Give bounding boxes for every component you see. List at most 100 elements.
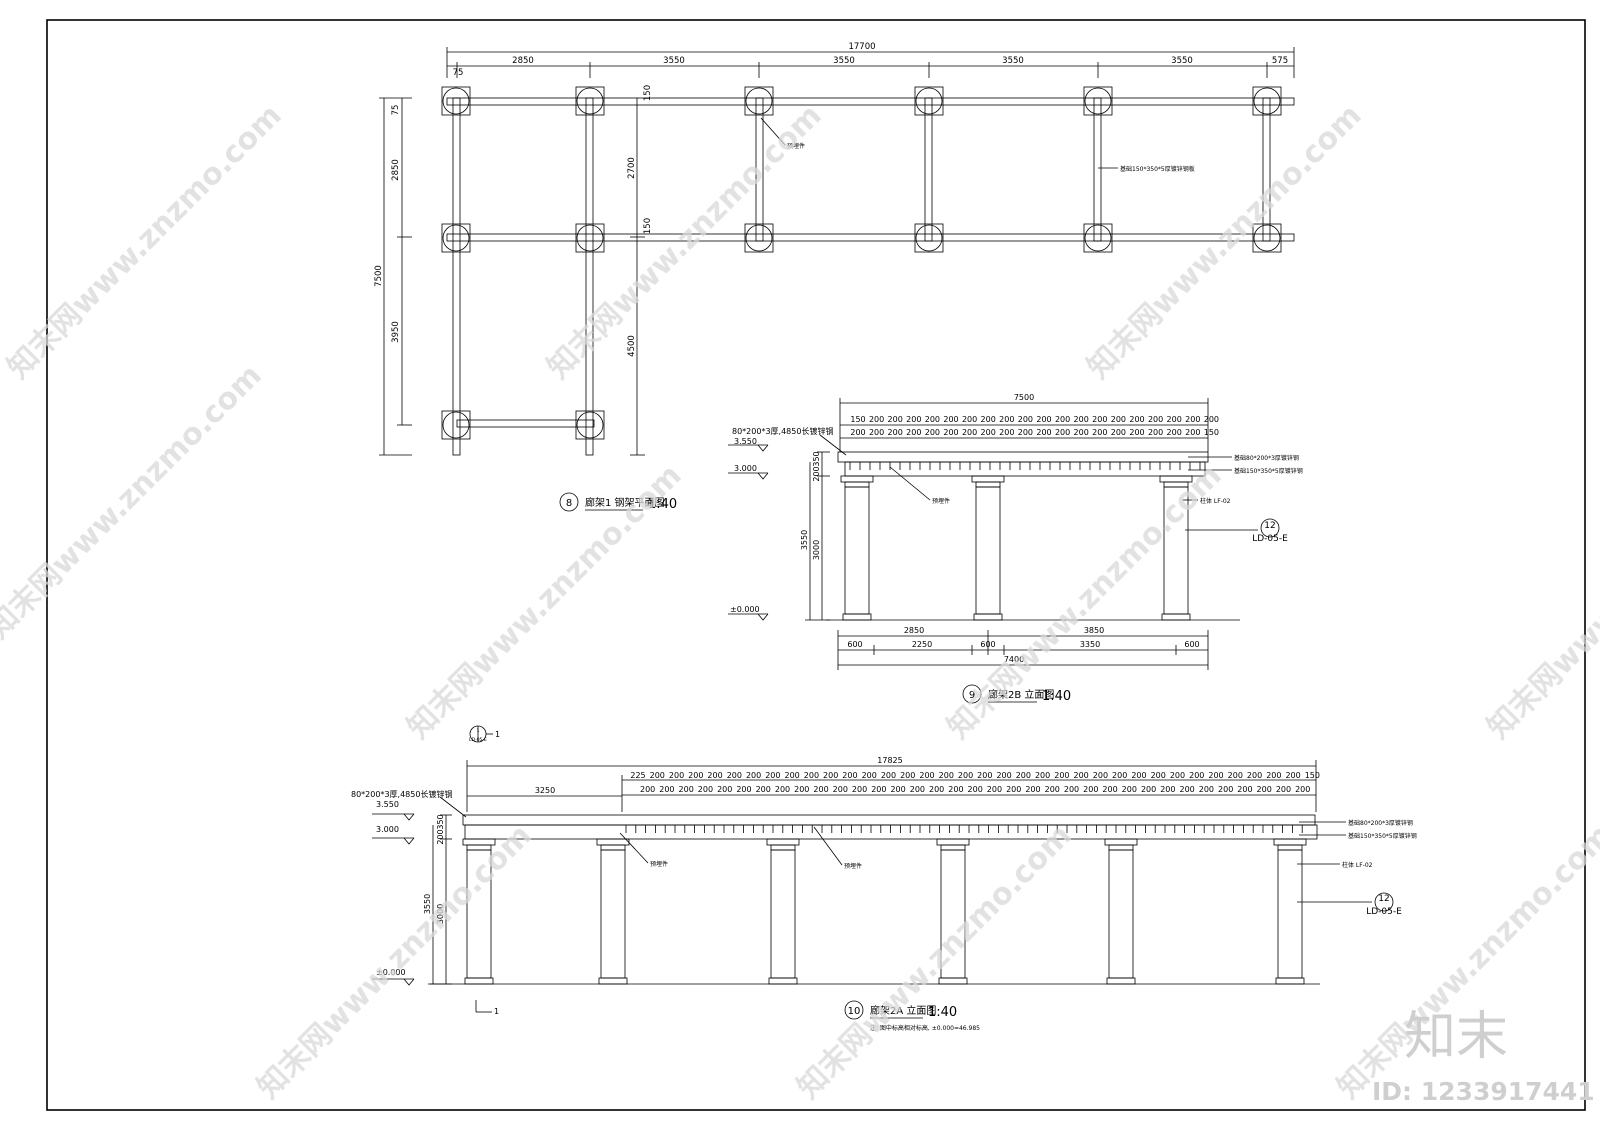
plan-mid-dim-1: 2700 xyxy=(627,157,637,179)
spacing-label: 200 xyxy=(736,785,751,794)
spacing-label: 225 xyxy=(630,771,645,780)
column-2b-2 xyxy=(971,475,1005,621)
plan-title-text: 廊架1 钢架平面图 xyxy=(585,496,665,509)
spacing-label: 200 xyxy=(1006,785,1021,794)
watermarks: 知末网www.znzmo.com 知末网www.znzmo.com 知末网www… xyxy=(0,98,1600,1106)
spacing-label: 200 xyxy=(968,785,983,794)
spacing-label-bottom: 200 xyxy=(943,428,958,437)
spacing-label: 200 xyxy=(948,785,963,794)
spacing-label-top: 200 xyxy=(999,415,1014,424)
plan-left-total: 7500 xyxy=(374,265,384,287)
spacing-label: 200 xyxy=(1160,785,1175,794)
spacing-label-bottom: 200 xyxy=(1055,428,1070,437)
watermark-3: 知末网www.znzmo.com xyxy=(1081,98,1369,386)
elev2b-notes: 基础80*200*3厚镀锌钢 基础150*350*5厚镀锌钢 柱体 LF-02 … xyxy=(932,454,1303,505)
spacing-label-top: 200 xyxy=(1148,415,1163,424)
plan-note-embed: 预埋件 xyxy=(787,142,805,150)
plan-title: 8 廊架1 钢架平面图 1:40 xyxy=(559,492,677,512)
spacing-label-bottom: 200 xyxy=(981,428,996,437)
column-base-row-2 xyxy=(441,223,1282,253)
spacing-label: 200 xyxy=(1189,771,1204,780)
e2b-dim-3550: 3550 xyxy=(800,530,809,550)
e2a-lvl-3550: 3.550 xyxy=(376,800,399,809)
e2a-note-2: 基础150*350*5厚镀锌钢 xyxy=(1348,832,1417,840)
spacing-label: 200 xyxy=(1237,785,1252,794)
e2a-dim-3000: 3000 xyxy=(436,904,445,924)
spacing-label: 200 xyxy=(1199,785,1214,794)
spacing-label: 200 xyxy=(881,771,896,780)
e2a-lvl-3000: 3.000 xyxy=(376,825,399,834)
spacing-label-top: 150 xyxy=(850,415,865,424)
spacing-label: 200 xyxy=(1257,785,1272,794)
e2a-dim-350: 350 xyxy=(436,814,445,829)
e2b-b2-2: 2250 xyxy=(912,640,932,649)
e2b-lvl-3000: 3.000 xyxy=(734,464,757,473)
plan-notes: 预埋件 基础150*350*5厚镀锌钢板 xyxy=(787,142,1195,173)
e2a-ref-num: 12 xyxy=(1378,894,1389,904)
rafters-2b xyxy=(849,462,1201,470)
plan-left-dim-3: 3950 xyxy=(391,321,401,343)
column-2a xyxy=(936,838,970,985)
spacing-label: 200 xyxy=(707,771,722,780)
spacing-label: 200 xyxy=(919,771,934,780)
e2a-title: 10 廊架2A 立面图 1:40 注: 图中标高相对标高, ±0.000=46.… xyxy=(844,1000,980,1032)
e2b-note-embed: 预埋件 xyxy=(932,497,950,505)
spacing-label: 200 xyxy=(698,785,713,794)
column-2a xyxy=(766,838,800,985)
spacing-label: 200 xyxy=(1208,771,1223,780)
column-2b-1 xyxy=(840,475,874,621)
plan-dim-1: 2850 xyxy=(512,56,534,66)
column-base-row-1 xyxy=(441,86,1282,116)
plan-left-dim-2: 2850 xyxy=(391,159,401,181)
e2a-first-span: 3250 xyxy=(535,786,555,795)
spacing-label: 200 xyxy=(1247,771,1262,780)
e2a-ref-sheet: LD-05-E xyxy=(1366,907,1402,917)
spacing-label: 200 xyxy=(939,771,954,780)
spacing-label: 200 xyxy=(1266,771,1281,780)
elev2a-labels: 17825 3250 80*200*3厚,4850长镀锌钢 3.550 3.00… xyxy=(351,730,903,1016)
plan-dim-150-b: 150 xyxy=(643,218,653,234)
spacing-label-bottom: 200 xyxy=(888,428,903,437)
spacing-label-bottom: 200 xyxy=(1185,428,1200,437)
spacing-label: 200 xyxy=(688,771,703,780)
spacing-label-top: 200 xyxy=(1018,415,1033,424)
e2b-b2-5: 600 xyxy=(1184,640,1199,649)
spacing-label: 200 xyxy=(987,785,1002,794)
spacing-label: 200 xyxy=(977,771,992,780)
spacing-label-bottom: 200 xyxy=(999,428,1014,437)
plan-dim-6: 575 xyxy=(1272,56,1288,66)
spacing-label: 200 xyxy=(1295,785,1310,794)
spacing-label-top: 200 xyxy=(1074,415,1089,424)
spacing-label-top: 200 xyxy=(1036,415,1051,424)
spacing-label: 150 xyxy=(1305,771,1320,780)
spacing-label-bottom: 200 xyxy=(1018,428,1033,437)
e2a-dim-3550: 3550 xyxy=(423,894,432,914)
spacing-label: 200 xyxy=(1141,785,1156,794)
plan-note-plate: 基础150*350*5厚镀锌钢板 xyxy=(1120,165,1195,173)
spacing-label: 200 xyxy=(996,771,1011,780)
spacing-label: 200 xyxy=(804,771,819,780)
spacing-label-top: 200 xyxy=(869,415,884,424)
spacing-label: 200 xyxy=(640,785,655,794)
watermark-2: 知末网www.znzmo.com xyxy=(541,98,829,386)
spacing-label: 200 xyxy=(1025,785,1040,794)
spacing-label-bottom: 200 xyxy=(1036,428,1051,437)
rafters-2a xyxy=(625,825,1303,833)
spacing-label: 200 xyxy=(1064,785,1079,794)
spacing-label-bottom: 200 xyxy=(1111,428,1126,437)
e2a-lvl-0: ±0.000 xyxy=(376,968,406,977)
watermark-4: 知末网www.znzmo.com xyxy=(0,358,269,646)
plan-left-dim-1: 75 xyxy=(391,105,401,116)
spacing-label: 200 xyxy=(862,771,877,780)
spacing-label: 200 xyxy=(958,771,973,780)
watermark-5: 知末网www.znzmo.com xyxy=(401,458,689,746)
e2b-total: 7500 xyxy=(1014,393,1034,402)
spacing-label: 200 xyxy=(890,785,905,794)
plan-labels: 17700 2850 3550 3550 3550 3550 575 75 75… xyxy=(374,42,1288,357)
spacing-label-bottom: 200 xyxy=(869,428,884,437)
spacing-label: 200 xyxy=(929,785,944,794)
spacing-label: 200 xyxy=(1276,785,1291,794)
spacing-label-bottom: 200 xyxy=(1074,428,1089,437)
e2a-note-1: 基础80*200*3厚镀锌钢 xyxy=(1348,819,1413,827)
